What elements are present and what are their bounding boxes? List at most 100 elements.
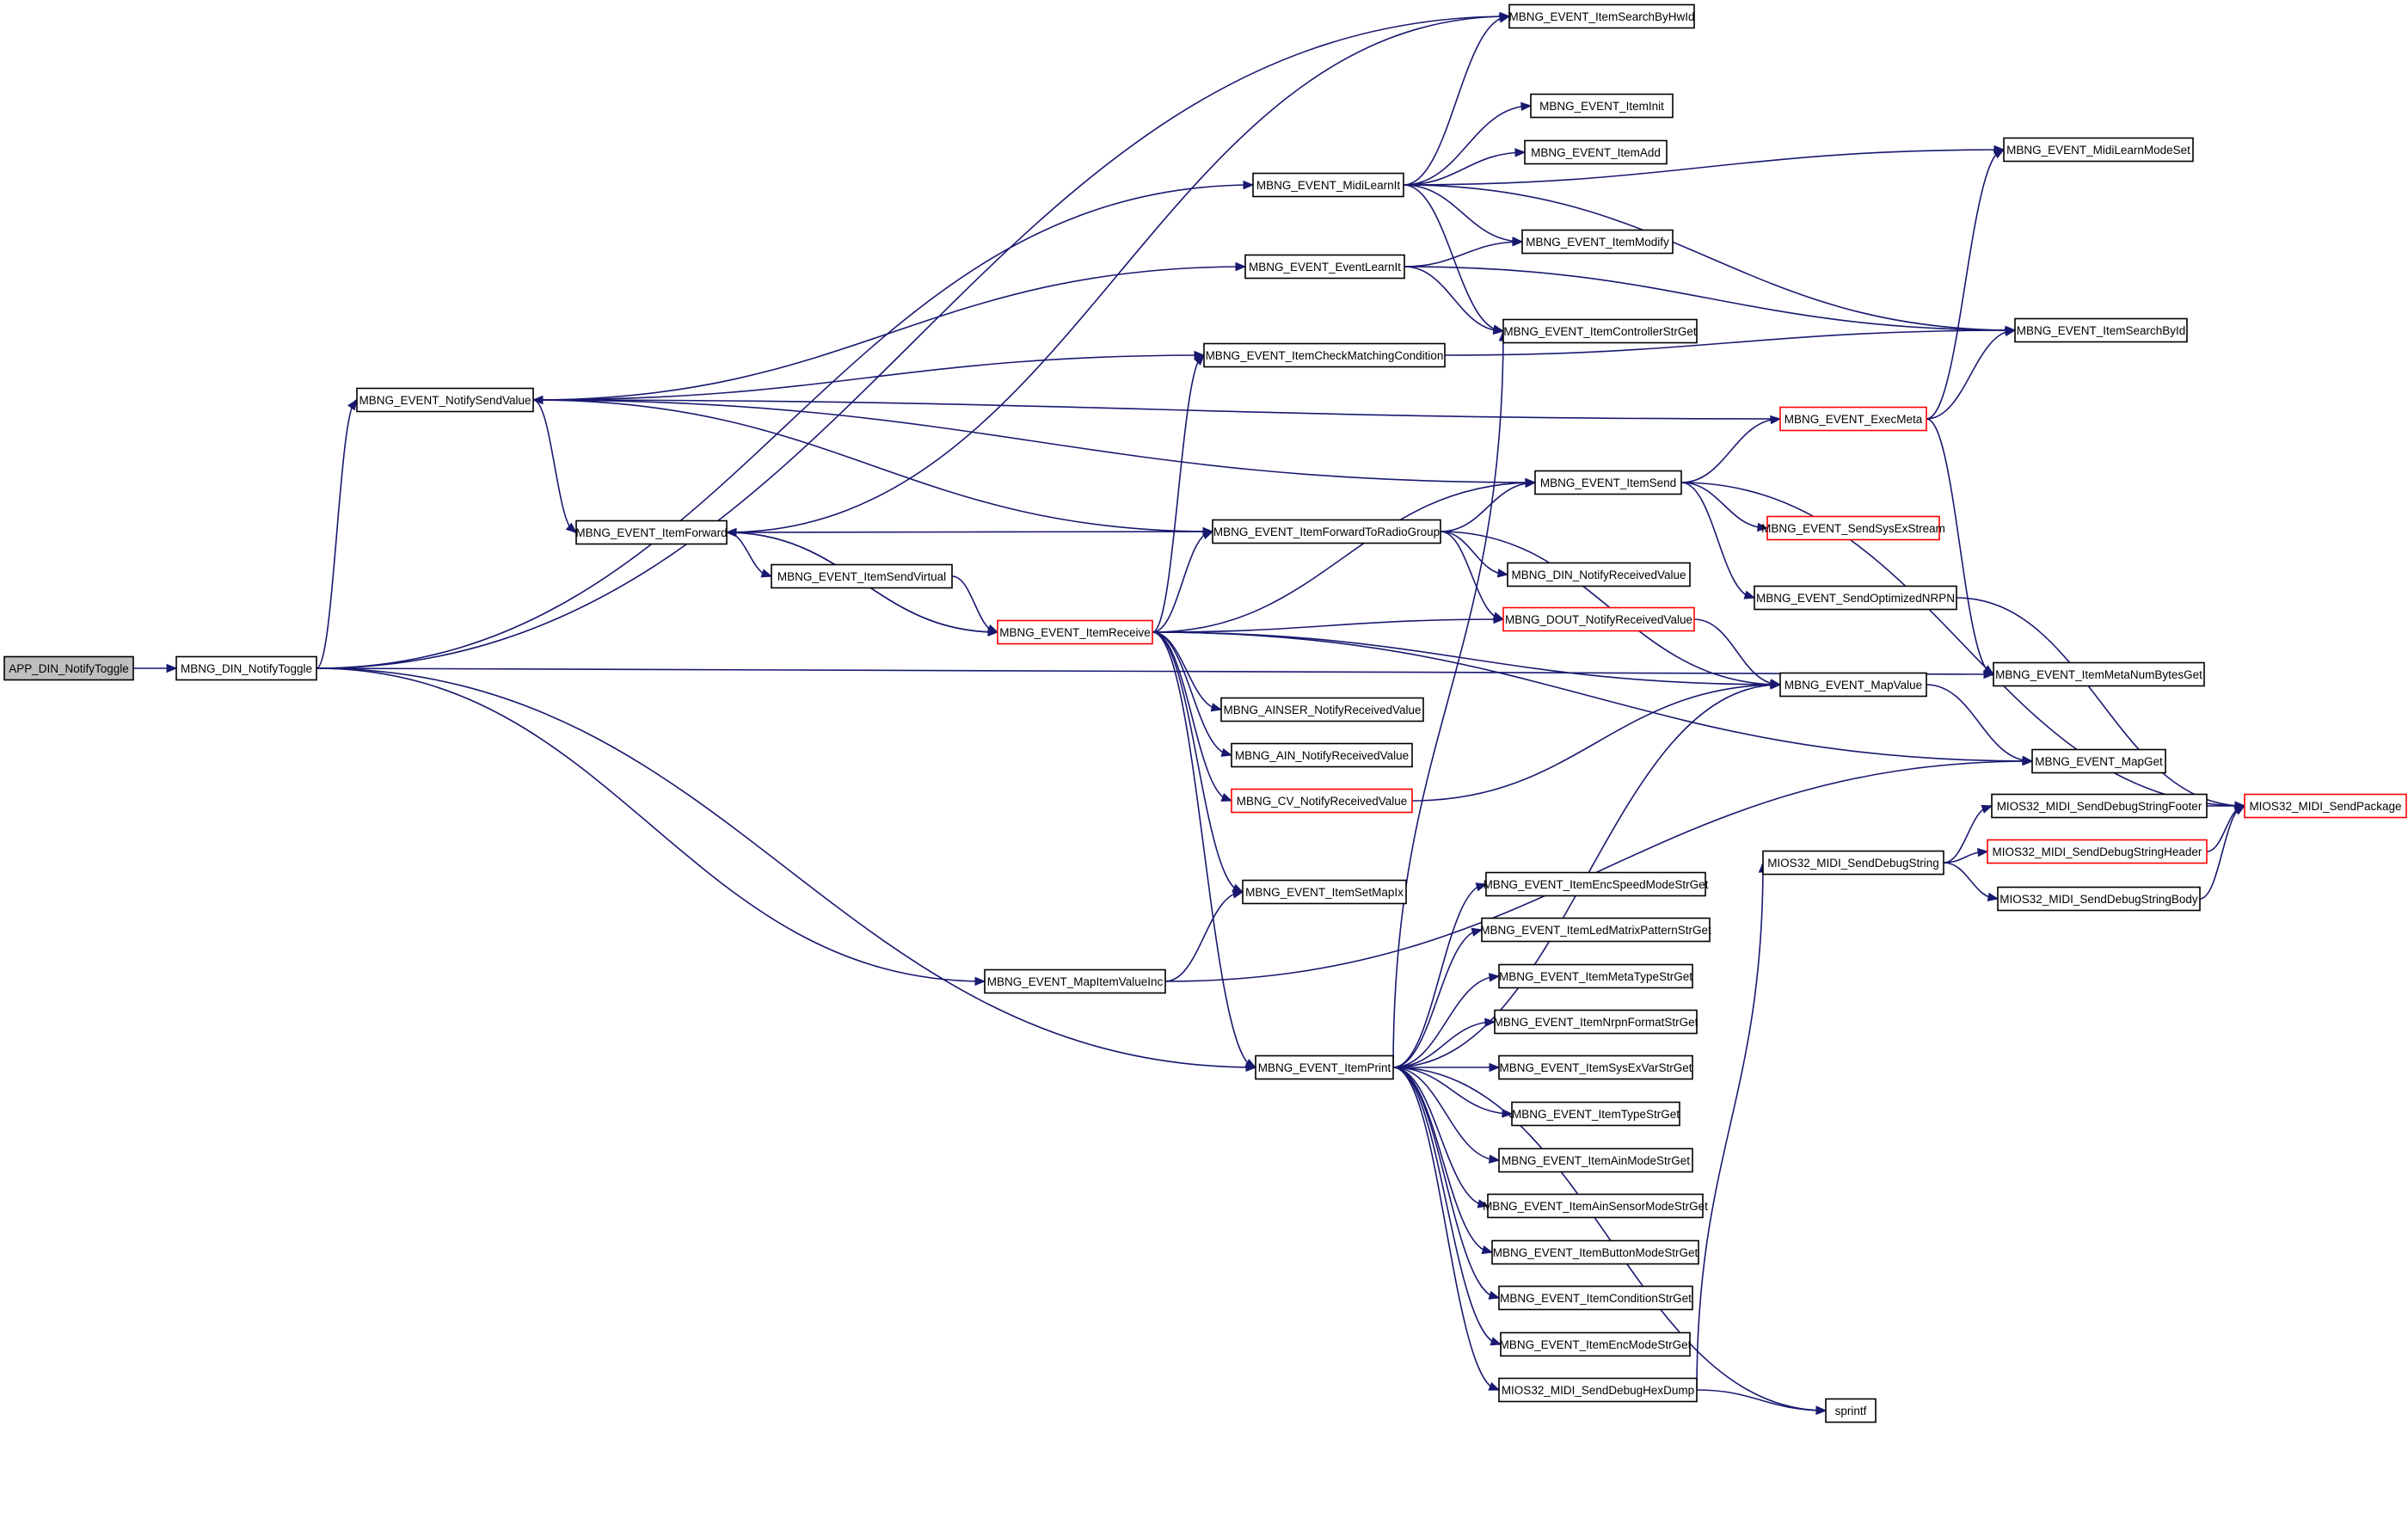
call-edge-MBNG_EVENT_ItemPrint-to-sprintf — [1392, 1067, 1827, 1411]
node-box — [1231, 742, 1413, 768]
call-edge-MBNG_EVENT_NotifySendValue-to-MBNG_EVENT_EventLearnIt — [532, 266, 1246, 401]
function-node-MBNG_EVENT_ItemSysExVarStrGet[interactable]: MBNG_EVENT_ItemSysExVarStrGet — [1498, 1054, 1693, 1080]
function-node-MIOS32_MIDI_SendDebugStringHeader[interactable]: MIOS32_MIDI_SendDebugStringHeader — [1987, 839, 2208, 864]
function-node-MIOS32_MIDI_SendDebugStringFooter[interactable]: MIOS32_MIDI_SendDebugStringFooter — [1991, 793, 2208, 819]
function-node-MBNG_DOUT_NotifyReceivedValue[interactable]: MBNG_DOUT_NotifyReceivedValue — [1502, 606, 1695, 632]
call-edge-MBNG_EVENT_MidiLearnIt-to-MBNG_EVENT_ItemSearchById — [1403, 184, 2016, 331]
call-edge-MBNG_EVENT_ItemSend-to-MIOS32_MIDI_SendPackage — [1680, 482, 2245, 807]
function-node-MBNG_AINSER_NotifyReceivedValue[interactable]: MBNG_AINSER_NotifyReceivedValue — [1220, 697, 1424, 722]
node-box — [1524, 139, 1668, 165]
function-node-MBNG_EVENT_ItemSetMapIx[interactable]: MBNG_EVENT_ItemSetMapIx — [1242, 879, 1407, 905]
function-node-MBNG_EVENT_ItemButtonModeStrGet[interactable]: MBNG_EVENT_ItemButtonModeStrGet — [1491, 1239, 1699, 1265]
function-node-MBNG_EVENT_ItemControllerStrGet[interactable]: MBNG_EVENT_ItemControllerStrGet — [1502, 318, 1698, 344]
call-edge-MBNG_EVENT_ItemReceive-to-MBNG_EVENT_MapGet — [1152, 631, 2033, 762]
call-edge-MBNG_EVENT_ItemPrint-to-MBNG_EVENT_ItemEncSpeedModeStrGet — [1392, 883, 1487, 1068]
function-node-MBNG_EVENT_ItemCheckMatchingCondition[interactable]: MBNG_EVENT_ItemCheckMatchingCondition — [1203, 342, 1446, 368]
function-node-MBNG_EVENT_ItemSendVirtual[interactable]: MBNG_EVENT_ItemSendVirtual — [771, 563, 953, 589]
node-box — [575, 520, 728, 545]
function-node-MBNG_EVENT_ItemMetaNumBytesGet[interactable]: MBNG_EVENT_ItemMetaNumBytesGet — [1993, 661, 2205, 687]
function-node-MBNG_EVENT_ItemAdd[interactable]: MBNG_EVENT_ItemAdd — [1524, 139, 1668, 165]
function-node-MBNG_EVENT_ItemAinModeStrGet[interactable]: MBNG_EVENT_ItemAinModeStrGet — [1498, 1147, 1693, 1173]
function-node-MBNG_EVENT_NotifySendValue[interactable]: MBNG_EVENT_NotifySendValue — [356, 387, 534, 413]
function-node-MBNG_EVENT_ItemModify[interactable]: MBNG_EVENT_ItemModify — [1521, 229, 1674, 255]
function-node-MBNG_EVENT_ItemSearchById[interactable]: MBNG_EVENT_ItemSearchById — [2014, 317, 2188, 343]
node-box — [1494, 1009, 1698, 1035]
node-label: MBNG_EVENT_ItemCheckMatchingCondition — [1206, 349, 1444, 362]
function-node-MBNG_EVENT_MidiLearnModeSet[interactable]: MBNG_EVENT_MidiLearnModeSet — [2003, 137, 2194, 163]
function-node-MBNG_EVENT_ItemSearchByHwId[interactable]: MBNG_EVENT_ItemSearchByHwId — [1508, 3, 1695, 29]
call-edge-MBNG_EVENT_ExecMeta-to-MBNG_EVENT_NotifySendValue — [532, 399, 1781, 420]
function-node-MBNG_EVENT_MidiLearnIt[interactable]: MBNG_EVENT_MidiLearnIt — [1252, 172, 1404, 198]
function-node-MIOS32_MIDI_SendPackage[interactable]: MIOS32_MIDI_SendPackage — [2244, 793, 2407, 819]
function-node-MBNG_EVENT_ItemForward[interactable]: MBNG_EVENT_ItemForward — [575, 520, 728, 545]
arrowhead-MBNG_AINSER_NotifyReceivedValue — [1210, 703, 1223, 712]
function-node-MIOS32_MIDI_SendDebugHexDump[interactable]: MIOS32_MIDI_SendDebugHexDump — [1498, 1377, 1698, 1403]
function-node-MBNG_AIN_NotifyReceivedValue[interactable]: MBNG_AIN_NotifyReceivedValue — [1231, 742, 1413, 768]
arrowhead-MIOS32_MIDI_SendPackage — [2233, 805, 2246, 815]
function-node-MBNG_EVENT_EventLearnIt[interactable]: MBNG_EVENT_EventLearnIt — [1244, 254, 1405, 280]
node-label: MBNG_EVENT_ItemSetMapIx — [1245, 886, 1404, 899]
call-edge-MBNG_EVENT_ItemPrint-to-MBNG_EVENT_ItemConditionStrGet — [1392, 1067, 1500, 1299]
node-label: MBNG_EVENT_ItemSearchById — [2017, 324, 2186, 337]
call-edge-MBNG_EVENT_ItemPrint-to-MBNG_EVENT_ItemAinSensorModeStrGet — [1392, 1067, 1489, 1207]
arrowhead-MBNG_AIN_NotifyReceivedValue — [1220, 747, 1233, 757]
function-node-MBNG_EVENT_ItemMetaTypeStrGet[interactable]: MBNG_EVENT_ItemMetaTypeStrGet — [1498, 963, 1693, 989]
node-label: MBNG_EVENT_ItemSend — [1540, 476, 1676, 489]
function-node-sprintf[interactable]: sprintf — [1825, 1398, 1877, 1423]
node-box — [1779, 672, 1927, 698]
arrowhead-MBNG_DIN_NotifyReceivedValue — [1496, 569, 1509, 578]
arrowhead-MBNG_EVENT_NotifySendValue — [347, 398, 358, 411]
call-edge-MBNG_EVENT_ItemSend-to-MBNG_EVENT_ExecMeta — [1680, 418, 1781, 483]
node-box — [997, 619, 1153, 645]
function-node-MBNG_EVENT_ItemForwardToRadioGroup[interactable]: MBNG_EVENT_ItemForwardToRadioGroup — [1212, 519, 1441, 544]
call-edge-MBNG_EVENT_SendOptimizedNRPN-to-MIOS32_MIDI_SendPackage — [1956, 597, 2245, 807]
node-label: MBNG_EVENT_ItemControllerStrGet — [1503, 325, 1697, 338]
function-node-MBNG_EVENT_ItemTypeStrGet[interactable]: MBNG_EVENT_ItemTypeStrGet — [1511, 1101, 1680, 1127]
function-node-MBNG_DIN_NotifyReceivedValue[interactable]: MBNG_DIN_NotifyReceivedValue — [1507, 562, 1691, 587]
function-node-MBNG_EVENT_ItemEncModeStrGet[interactable]: MBNG_EVENT_ItemEncModeStrGet — [1500, 1331, 1692, 1357]
function-node-MBNG_EVENT_ItemLedMatrixPatternStrGet[interactable]: MBNG_EVENT_ItemLedMatrixPatternStrGet — [1480, 917, 1711, 943]
call-edge-MBNG_DIN_NotifyToggle-to-MBNG_EVENT_ItemPrint — [316, 667, 1256, 1068]
call-edge-MBNG_EVENT_ItemPrint-to-MBNG_EVENT_ItemEncModeStrGet — [1392, 1067, 1502, 1345]
arrowhead-MBNG_EVENT_ItemControllerStrGet — [1493, 325, 1505, 335]
node-label: MBNG_AINSER_NotifyReceivedValue — [1223, 704, 1421, 716]
node-label: MBNG_EVENT_SendOptimizedNRPN — [1756, 592, 1955, 605]
function-node-MBNG_EVENT_ItemSend[interactable]: MBNG_EVENT_ItemSend — [1534, 470, 1682, 495]
node-box — [2003, 137, 2194, 163]
node-label: MBNG_EVENT_ItemEncSpeedModeStrGet — [1484, 878, 1709, 891]
node-box — [1252, 172, 1404, 198]
node-box — [1987, 839, 2208, 864]
function-node-MBNG_EVENT_SendOptimizedNRPN[interactable]: MBNG_EVENT_SendOptimizedNRPN — [1754, 585, 1957, 611]
function-node-MIOS32_MIDI_SendDebugString[interactable]: MIOS32_MIDI_SendDebugString — [1762, 850, 1944, 876]
arrowhead-MBNG_EVENT_MapValue — [1770, 680, 1782, 690]
function-node-MBNG_EVENT_ItemNrpnFormatStrGet[interactable]: MBNG_EVENT_ItemNrpnFormatStrGet — [1494, 1009, 1698, 1035]
function-node-MBNG_EVENT_ItemPrint[interactable]: MBNG_EVENT_ItemPrint — [1255, 1054, 1394, 1080]
call-edge-MBNG_EVENT_ItemSendVirtual-to-MBNG_EVENT_ItemReceive — [951, 575, 998, 633]
node-box — [356, 387, 534, 413]
node-box — [1511, 1101, 1680, 1127]
call-edge-MBNG_EVENT_ItemReceive-to-MBNG_EVENT_MapValue — [1152, 631, 1781, 686]
node-label: MBNG_DIN_NotifyToggle — [181, 662, 312, 675]
arrowhead-sprintf — [1815, 1405, 1828, 1416]
function-node-MBNG_EVENT_ItemInit[interactable]: MBNG_EVENT_ItemInit — [1530, 93, 1674, 119]
arrowhead-MBNG_EVENT_ItemSysExVarStrGet — [1489, 1062, 1501, 1073]
function-node-MBNG_EVENT_ItemReceive[interactable]: MBNG_EVENT_ItemReceive — [997, 619, 1153, 645]
function-node-MBNG_EVENT_ExecMeta[interactable]: MBNG_EVENT_ExecMeta — [1779, 406, 1927, 432]
node-label: MBNG_EVENT_ItemInit — [1539, 100, 1664, 113]
function-node-MBNG_DIN_NotifyToggle[interactable]: MBNG_DIN_NotifyToggle — [175, 655, 317, 681]
function-node-MBNG_EVENT_ItemAinSensorModeStrGet[interactable]: MBNG_EVENT_ItemAinSensorModeStrGet — [1483, 1193, 1708, 1219]
function-node-MBNG_EVENT_ItemEncSpeedModeStrGet[interactable]: MBNG_EVENT_ItemEncSpeedModeStrGet — [1484, 871, 1709, 897]
call-edge-MBNG_EVENT_ItemReceive-to-MBNG_AIN_NotifyReceivedValue — [1152, 631, 1232, 756]
node-box — [1220, 697, 1424, 722]
function-node-MBNG_EVENT_ItemConditionStrGet[interactable]: MBNG_EVENT_ItemConditionStrGet — [1498, 1285, 1693, 1311]
function-node-MBNG_EVENT_SendSysExStream[interactable]: MBNG_EVENT_SendSysExStream — [1761, 515, 1945, 541]
function-node-MIOS32_MIDI_SendDebugStringBody[interactable]: MIOS32_MIDI_SendDebugStringBody — [1997, 886, 2201, 912]
arrowhead-MBNG_EVENT_ItemSend — [1525, 478, 1537, 489]
function-node-MBNG_EVENT_MapValue[interactable]: MBNG_EVENT_MapValue — [1779, 672, 1927, 698]
node-box — [1502, 318, 1698, 344]
function-node-MBNG_EVENT_MapGet[interactable]: MBNG_EVENT_MapGet — [2031, 748, 2166, 774]
function-node-MBNG_EVENT_MapItemValueInc[interactable]: MBNG_EVENT_MapItemValueInc — [984, 968, 1166, 994]
function-node-MBNG_CV_NotifyReceivedValue[interactable]: MBNG_CV_NotifyReceivedValue — [1231, 788, 1413, 814]
call-edge-MBNG_EVENT_ExecMeta-to-MBNG_EVENT_MidiLearnModeSet — [1926, 149, 2005, 420]
